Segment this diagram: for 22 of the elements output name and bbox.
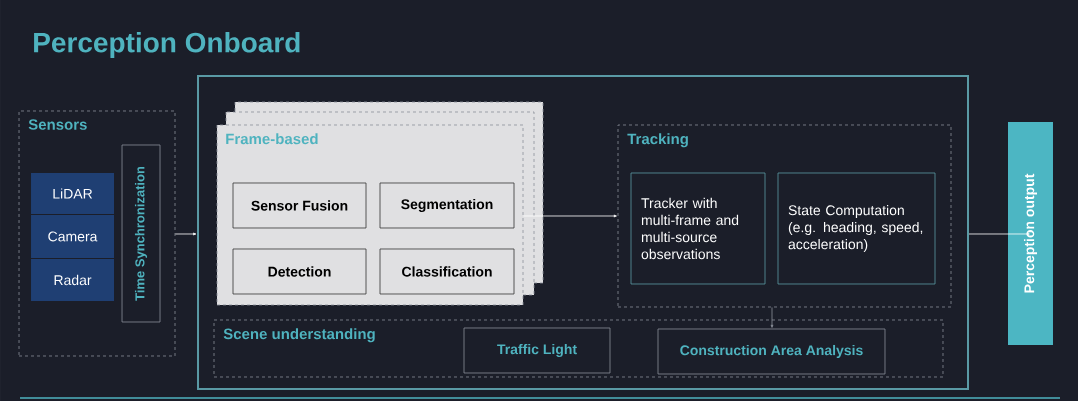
arrow bbox=[968, 232, 1030, 236]
node-label: Radar bbox=[54, 274, 92, 286]
module-box: Classification bbox=[379, 248, 515, 295]
sensor-box: Camera bbox=[31, 215, 114, 258]
title: Perception Onboard bbox=[34, 31, 300, 59]
module-box: Segmentation bbox=[379, 182, 515, 229]
module-box: Detection bbox=[232, 248, 367, 295]
sensor-box: LiDAR bbox=[31, 173, 114, 214]
module-box: Construction Area Analysis bbox=[657, 328, 886, 375]
arrow bbox=[175, 232, 197, 236]
text-box: State Computation (e.g. heading, speed, acceleration) bbox=[777, 172, 936, 285]
text-box: Tracker with multi-frame and multi-source observations bbox=[630, 172, 766, 285]
module-box: Traffic Light bbox=[463, 327, 611, 374]
arrow bbox=[770, 307, 774, 328]
sensor-box: Radar bbox=[31, 259, 114, 301]
outer-frame bbox=[197, 75, 969, 390]
vertical-label-box: Time Synchronization bbox=[121, 144, 161, 323]
output-bar: Perception output bbox=[1008, 122, 1053, 345]
node-label: Camera bbox=[48, 231, 98, 242]
arrow bbox=[523, 214, 617, 218]
module-box: Sensor Fusion bbox=[232, 182, 367, 229]
node-label: LiDAR bbox=[53, 188, 93, 199]
